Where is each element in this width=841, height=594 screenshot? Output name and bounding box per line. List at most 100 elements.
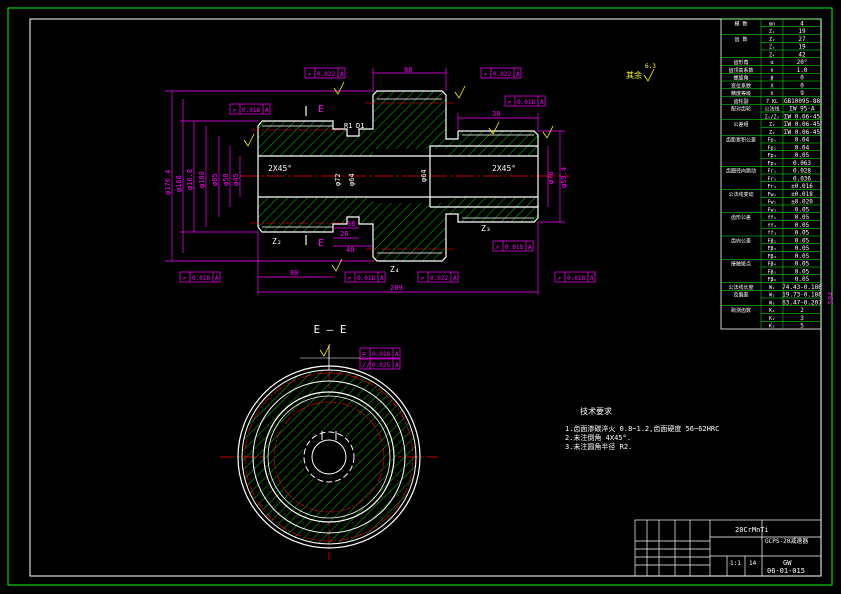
param-cell: 20° bbox=[797, 59, 808, 66]
tolerance-value: 0.025 bbox=[372, 362, 390, 369]
param-cell: 74.43-0.186 bbox=[782, 284, 822, 291]
tolerance-value: 0.018 bbox=[567, 275, 585, 282]
param-cell: GB10095-88 bbox=[784, 98, 821, 105]
chamfer-right: 2X45° bbox=[492, 164, 516, 173]
param-cell: Z₄ bbox=[769, 52, 775, 58]
tolerance-datum: A bbox=[590, 275, 594, 282]
tolerance-value: 0.018 bbox=[372, 351, 390, 358]
tolerance-symbol: ↗ bbox=[182, 274, 186, 282]
bore-64: φ64 bbox=[420, 169, 428, 182]
param-cell: 0 bbox=[800, 75, 804, 82]
tolerance-symbol: = bbox=[362, 350, 366, 358]
param-cell: 齿距累积公差 bbox=[726, 137, 756, 144]
param-cell: ±0.018 bbox=[791, 191, 813, 198]
param-cell: Fp₄ bbox=[767, 161, 776, 167]
param-cell: 5 bbox=[800, 323, 804, 330]
param-cell: 0.05 bbox=[795, 152, 810, 159]
param-cell: 螺旋角 bbox=[733, 75, 748, 82]
tolerance-datum: A bbox=[265, 107, 269, 114]
param-cell: Fw₂ bbox=[767, 200, 776, 206]
bore-72: φ72 bbox=[334, 173, 342, 186]
param-cell: Fp₃ bbox=[767, 153, 776, 159]
param-cell: 及偏差 bbox=[733, 292, 748, 299]
tolerance-datum: A bbox=[395, 362, 399, 369]
param-cell: K₁ bbox=[769, 308, 775, 314]
param-cell: 42 bbox=[798, 51, 806, 58]
param-cell: 7 KL bbox=[766, 99, 778, 105]
title-material: 20CrMnTi bbox=[735, 526, 769, 534]
param-cell: 0.05 bbox=[795, 230, 810, 237]
param-cell: ΣW 0.06-45 bbox=[784, 129, 821, 136]
param-cell: 精度等级 bbox=[731, 90, 751, 97]
tolerance-frame: ↗ 0.018 A bbox=[179, 271, 221, 283]
dimension-lines bbox=[165, 68, 565, 295]
title-block bbox=[634, 519, 822, 577]
param-cell: mn bbox=[769, 21, 775, 27]
bore-64b: φ64 bbox=[348, 173, 356, 186]
param-cell: 0.04 bbox=[795, 144, 810, 151]
tolerance-value: 0.018 bbox=[242, 107, 260, 114]
param-cell: ±0.016 bbox=[791, 183, 813, 190]
param-cell: Z₃ bbox=[769, 45, 775, 51]
section-ee-title: E — E bbox=[313, 323, 346, 336]
tolerance-datum: A bbox=[453, 275, 457, 282]
param-cell: W₃ bbox=[769, 300, 775, 306]
param-cell: 0.05 bbox=[795, 245, 810, 252]
param-cell: W₁ bbox=[769, 285, 775, 291]
dim-left-4: φ108 bbox=[198, 171, 206, 188]
param-cell: 0.05 bbox=[795, 237, 810, 244]
dim-80-bottom: 80 bbox=[290, 269, 298, 277]
param-cell: 0 bbox=[800, 82, 804, 89]
param-cell: Fr₂ bbox=[767, 176, 776, 182]
param-cell: 齿形角 bbox=[733, 59, 748, 66]
param-cell: 接触斑点 bbox=[731, 261, 751, 268]
param-cell: 齿轮副 bbox=[733, 98, 748, 105]
param-cell: Z₁/Z₂ bbox=[764, 114, 779, 120]
dimension-texts: 80 30 80 209 36 26 40 φ176.4 φ168 φ16.8 … bbox=[164, 66, 568, 292]
tolerance-datum: A bbox=[215, 275, 219, 282]
dim-right-1: φ76 bbox=[547, 171, 555, 184]
side-dimension: 594 bbox=[827, 292, 835, 305]
title-sheet-no: 14 bbox=[749, 560, 757, 567]
param-cell: 3 bbox=[800, 315, 804, 322]
param-cell: 跨测齿数 bbox=[731, 307, 751, 314]
title-name: GCPS-20减速器 bbox=[765, 537, 808, 545]
tolerance-value: 0.018 bbox=[192, 275, 210, 282]
param-cell: 齿顶高系数 bbox=[728, 67, 753, 74]
param-cell: Fr₁ bbox=[767, 169, 776, 175]
param-cell: Fβ₃ bbox=[767, 254, 776, 260]
chamfer-left: 2X45° bbox=[268, 164, 292, 173]
param-cell: 0.05 bbox=[795, 214, 810, 221]
param-cell: 齿圈径向跳动 bbox=[726, 168, 756, 175]
tolerance-datum: A bbox=[340, 71, 344, 78]
param-cell: Fβ₆ bbox=[767, 277, 776, 283]
param-cell: K₂ bbox=[769, 316, 775, 322]
tolerance-value: 0.018 bbox=[357, 275, 375, 282]
dim-left-2: φ168 bbox=[175, 175, 183, 192]
gear-label-z2: Z₂ bbox=[272, 237, 282, 246]
param-cell: 0.05 bbox=[795, 268, 810, 275]
tolerance-value: 0.018 bbox=[517, 99, 535, 106]
param-cell: Z₂ bbox=[769, 37, 775, 43]
param-cell: ff₁ bbox=[767, 215, 776, 221]
tolerance-datum: A bbox=[395, 351, 399, 358]
param-cell: ΣW 0.06-45 bbox=[784, 113, 821, 120]
param-cell: X bbox=[770, 83, 773, 89]
title-drawing-number: 06-01-015 bbox=[767, 567, 805, 575]
dim-right-2: φ59.4 bbox=[560, 167, 568, 188]
label-r1: R1 bbox=[344, 122, 352, 130]
tolerance-symbol: ↗ bbox=[495, 243, 499, 251]
param-cell: 19 bbox=[798, 44, 806, 51]
param-cell: Fp₂ bbox=[767, 145, 776, 151]
param-cell: 2 bbox=[800, 307, 804, 314]
param-cell: 公法线变动 bbox=[728, 191, 753, 198]
param-cell: 模 数 bbox=[734, 20, 747, 27]
param-cell: 齿向公差 bbox=[731, 237, 751, 244]
tolerance-datum: A bbox=[528, 244, 532, 251]
shaft-outline bbox=[257, 90, 539, 262]
param-cell: 0.028 bbox=[793, 168, 811, 175]
